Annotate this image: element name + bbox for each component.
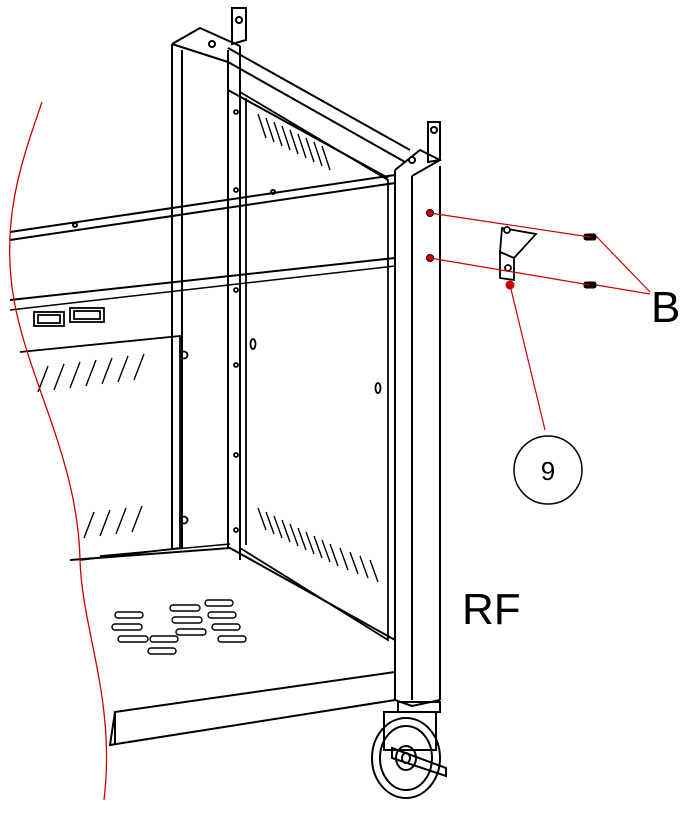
side-panel [233,91,389,642]
left-front-panel [19,307,189,561]
rear-left-post [171,26,241,560]
break-line [8,101,108,801]
part-number-label: 9 [541,456,555,486]
bracket-part-9 [499,226,538,282]
part-callout: 9 [513,435,583,505]
rear-top-rail [208,7,441,179]
front-right-leg [394,148,443,708]
callout-circle [513,435,583,505]
position-label: RF [462,585,521,634]
assembly-lines [426,209,651,431]
screw-label: B [651,283,680,332]
front-top-rail [9,174,396,311]
bottom-shelf [69,543,396,747]
caster-wheel [371,701,447,799]
